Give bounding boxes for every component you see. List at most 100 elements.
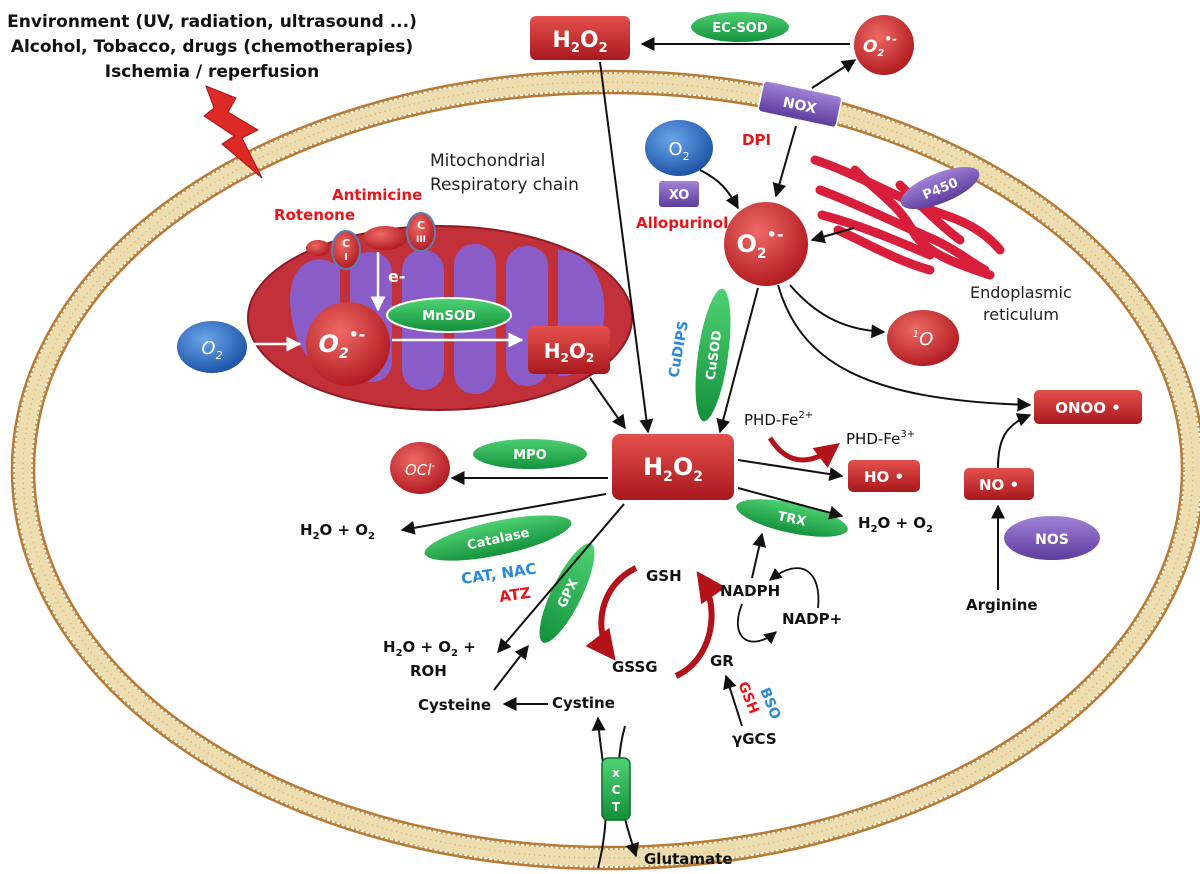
complex-ii (363, 226, 407, 250)
ho-label: HO • (864, 468, 904, 486)
gamma-gcs-label: γGCS (732, 730, 777, 748)
nox-to-superoxide-arrow (772, 125, 797, 198)
onoo-label: ONOO • (1055, 399, 1121, 417)
xo-label: XO (669, 188, 690, 203)
rotenone-inhibitor: Rotenone (274, 206, 355, 224)
cusod-enzyme (693, 286, 733, 424)
cytosol-superoxide-node (724, 202, 808, 286)
cusod-label: CuSOD (704, 329, 726, 381)
no-box (964, 468, 1034, 500)
mnsod-enzyme (386, 297, 512, 333)
mnsod-label: MnSOD (422, 309, 476, 324)
central-h2o2-label: H2O2 (643, 453, 703, 485)
catalase-enzyme (422, 513, 574, 563)
lightning-bolt-icon (203, 85, 263, 179)
gcs-to-gr-arrow (723, 674, 743, 727)
arginine-label: Arginine (966, 596, 1038, 614)
phd-fe2-label: PHD-Fe2+ (744, 410, 813, 429)
mpo-label: MPO (513, 448, 547, 463)
cystine-label: Cystine (552, 694, 615, 712)
h2o-o2-left-label: H2O + O2 (300, 521, 375, 542)
mpo-enzyme (471, 437, 589, 471)
ho-box (848, 460, 920, 492)
stress-source-line-1: Environment (UV, radiation, ultrasound .… (7, 12, 417, 32)
gssg-label: GSSG (612, 658, 658, 676)
mito-superoxide-node (306, 302, 390, 386)
xct-letter-x: x (612, 766, 620, 780)
mito-h2o2-to-central-arrow (589, 377, 626, 430)
extracellular-h2o2-label: H2O2 (552, 28, 607, 56)
gsh-to-gssg-arrow (585, 565, 638, 661)
cudips-inhibitor: CuDIPS (666, 320, 692, 379)
mito-title-line-1: Mitochondrial (430, 151, 545, 171)
h2o2-to-water-gpx-arrow (497, 503, 625, 654)
onoo-box (1034, 390, 1142, 424)
complex-small (306, 240, 330, 256)
allopurinol-inhibitor: Allopurinol (636, 214, 728, 232)
xct-letter-c: C (612, 783, 621, 797)
superoxide-to-singlet-o-arrow (789, 284, 886, 339)
ocl-node (390, 442, 450, 494)
mito-title-line-2: Respiratory chain (430, 175, 579, 195)
o2-to-superoxide-xo-arrow (699, 169, 739, 210)
h2o-o2-roh-label-line-1: H2O + O2 + (383, 638, 476, 659)
h2o-o2-roh-label-line-2: ROH (410, 662, 447, 680)
superoxide-to-onoo-arrow (777, 284, 1032, 412)
endoplasmic-reticulum (810, 155, 1005, 280)
stress-source-line-3: Ischemia / reperfusion (105, 62, 319, 82)
nos-enzyme (1004, 516, 1100, 560)
stress-source-line-2: Alcohol, Tobacco, drugs (chemotherapies) (11, 37, 413, 57)
xo-enzyme (659, 181, 699, 207)
er-label-line-2: reticulum (983, 305, 1059, 324)
nox-to-o2-ext-arrow (811, 59, 857, 89)
cysteine-label: Cysteine (418, 696, 491, 714)
phd-fe3-label: PHD-Fe3+ (846, 429, 915, 448)
nadph-label: NADPH (720, 582, 780, 600)
mito-h2o2-label: H2O2 (544, 339, 594, 365)
xct-transporter (601, 757, 631, 821)
nadp-plus-label: NADP+ (782, 610, 842, 628)
gsh-label: GSH (646, 567, 682, 585)
singlet-o-node (887, 310, 959, 366)
electron-label: e- (388, 267, 406, 286)
complex-i-num: I (344, 252, 348, 263)
complex-iii-num: III (416, 235, 426, 245)
phd-conversion-arrow (767, 436, 840, 469)
complex-iii (406, 212, 436, 252)
gsh-inhibitor: GSH (734, 680, 761, 717)
nadph-to-nadp-arrow (736, 603, 777, 645)
trx-enzyme (734, 497, 850, 539)
central-h2o2-box (612, 434, 734, 500)
nos-label: NOS (1035, 532, 1069, 548)
ocl-label: OCl- (405, 461, 435, 479)
cell-membrane (10, 69, 1200, 871)
h2o2-to-water-catalase-arrow (400, 493, 607, 535)
ext-h2o2-to-central-arrow (599, 61, 654, 434)
extracellular-h2o2-box (530, 16, 630, 60)
bso-inhibitor: BSO (756, 686, 783, 722)
p450-enzyme (900, 167, 980, 209)
superoxide-to-h2o2-cyto-arrow (716, 287, 759, 434)
dpi-inhibitor: DPI (742, 131, 771, 149)
singlet-o-label: 1O (913, 329, 934, 350)
atz-inhibitor: ATZ (498, 584, 532, 606)
antimicine-inhibitor: Antimicine (332, 186, 422, 204)
h2o2-to-ho-arrow (737, 459, 844, 482)
nadph-to-trx-arrow (751, 532, 767, 579)
h2o-o2-right-label: H2O + O2 (858, 514, 933, 535)
trx-label: TRX (776, 509, 807, 530)
cysteine-to-gpx-arrow (493, 644, 529, 691)
glutamate-label: Glutamate (644, 850, 733, 868)
no-to-onoo-arrow (997, 413, 1032, 469)
complex-iii-c: C (417, 219, 425, 232)
er-label-line-1: Endoplasmic (970, 283, 1072, 302)
extracellular-superoxide-node (854, 15, 914, 75)
nadp-to-nadph-arrow (769, 567, 820, 609)
nox-label: NOX (781, 95, 818, 118)
o2-mito-node (177, 321, 247, 373)
gssg-to-gsh-arrow (674, 571, 726, 679)
nox-enzyme (757, 80, 843, 128)
er-to-superoxide-arrow (810, 227, 855, 244)
o2-cytosol-node (645, 120, 713, 176)
